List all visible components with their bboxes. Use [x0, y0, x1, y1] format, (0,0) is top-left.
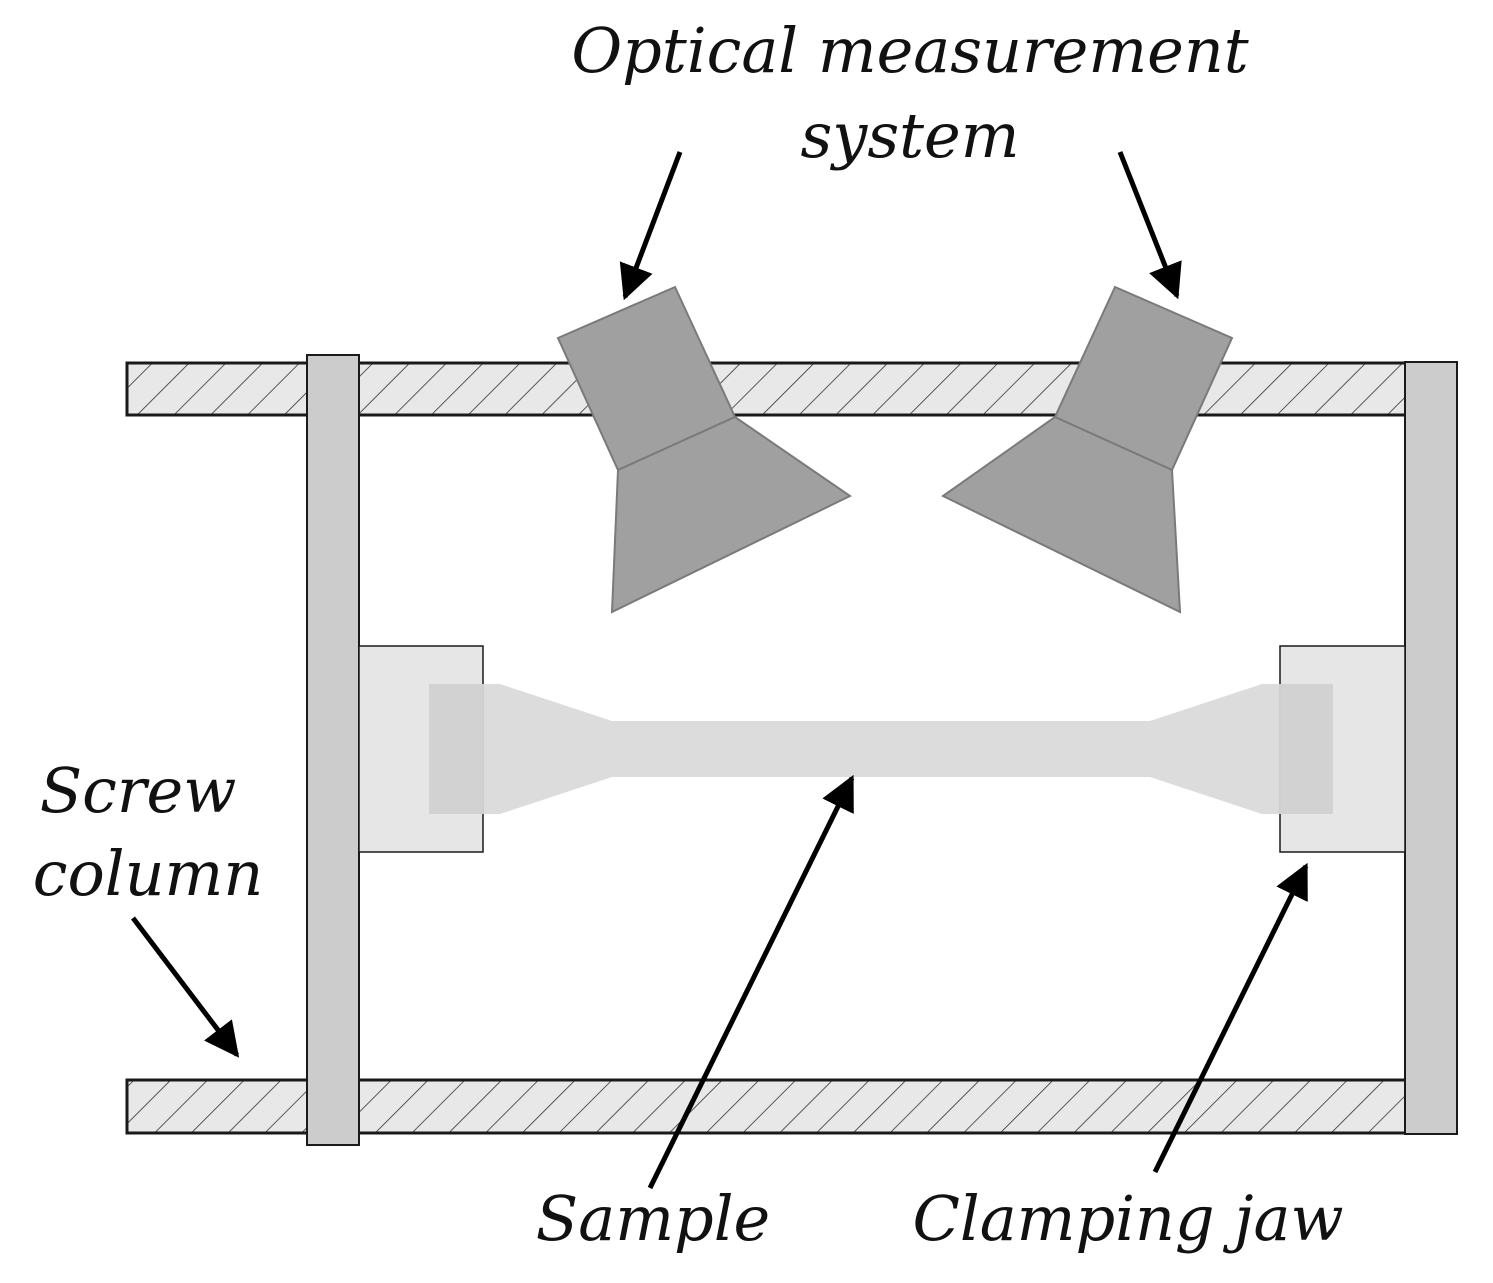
sample-left-grip — [429, 684, 483, 814]
arrow-to-sample — [647, 774, 855, 1190]
label-column: column — [33, 837, 264, 910]
label-sample: Sample — [536, 1182, 770, 1255]
sample-right-grip — [1280, 684, 1333, 814]
arrow-to-left-camera — [619, 151, 683, 301]
arrow-to-clamping-jaw — [1152, 862, 1309, 1174]
sample-specimen — [429, 684, 1333, 814]
left-crosshead — [306, 354, 360, 1146]
arrow-to-right-camera — [1117, 151, 1182, 300]
optical-camera-icon-right — [941, 285, 1234, 614]
label-clamping-jaw: Clamping jaw — [912, 1182, 1343, 1255]
label-screw: Screw — [40, 754, 237, 827]
label-optical-system: system — [800, 99, 1019, 172]
arrow-to-screw-column — [131, 916, 240, 1058]
optical-camera-icon-left — [556, 285, 852, 614]
label-optical-measurement: Optical measurement — [571, 14, 1248, 87]
right-crosshead — [1404, 361, 1458, 1135]
